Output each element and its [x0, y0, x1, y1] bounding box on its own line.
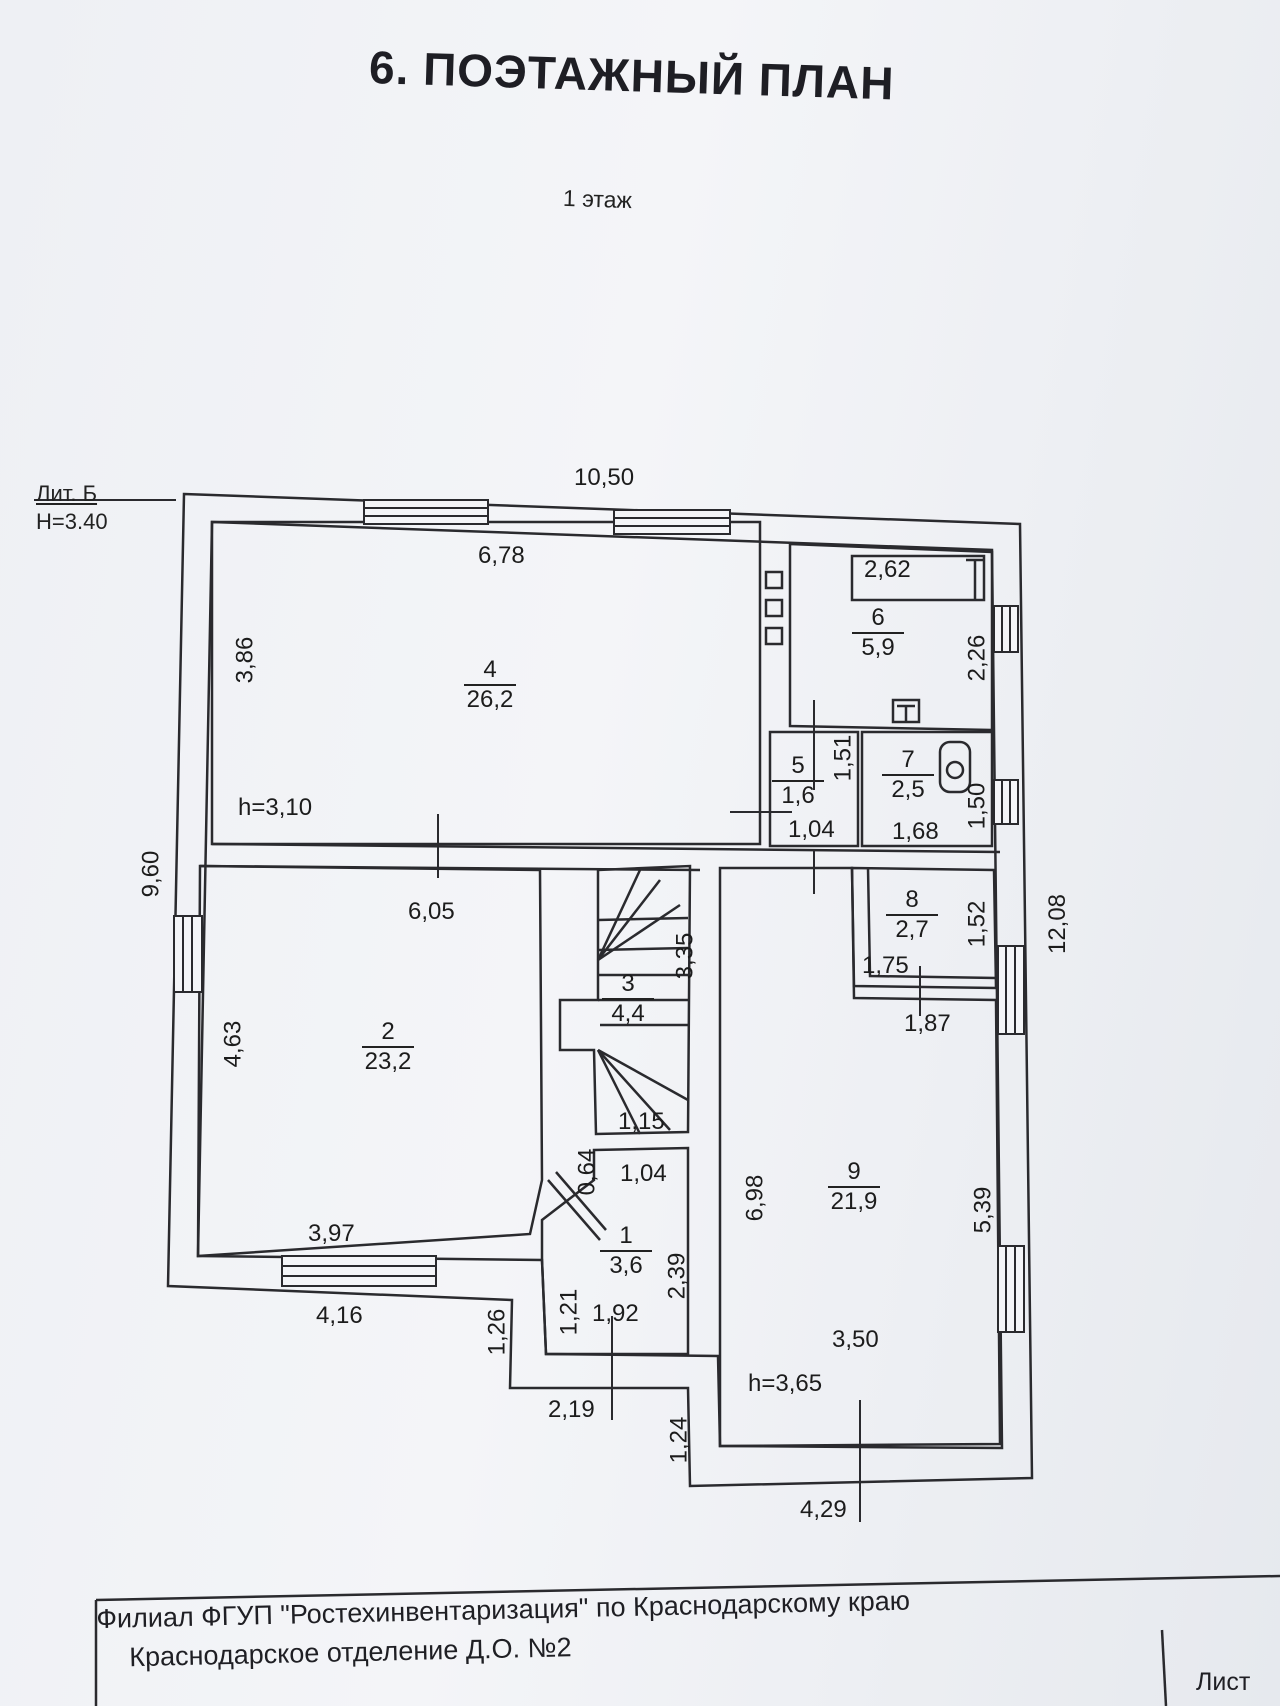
dim-room1-width: 1,92 — [592, 1300, 639, 1327]
dim-room4-depth: 3,86 — [231, 636, 259, 684]
dim-porch-right: 1,24 — [665, 1416, 693, 1464]
dim-room9-width: 3,50 — [832, 1326, 879, 1353]
dim-room2-inner: 3,97 — [308, 1220, 355, 1247]
dim-room4-width: 6,78 — [478, 542, 525, 569]
dim-room9-depth: 6,98 — [741, 1174, 769, 1222]
dim-room8-outer: 1,87 — [904, 1010, 951, 1037]
sheet-label: Лист — [1196, 1668, 1251, 1696]
room-9-outline — [718, 866, 1002, 1448]
dim-stair-depth: 3,35 — [671, 932, 699, 980]
dim-room4-height: h=3,10 — [238, 794, 313, 821]
room-2-outline — [196, 864, 544, 1258]
room-1-outline — [540, 1146, 690, 1356]
floor-label: 1 этаж — [562, 184, 633, 214]
building-lit: Лит. Б — [36, 481, 98, 506]
dim-porch-depth: 1,26 — [483, 1308, 511, 1356]
dim-total-width: 10,50 — [574, 464, 635, 491]
dim-room1-depth: 2,39 — [663, 1252, 691, 1300]
dim-room9-outer: 4,29 — [800, 1496, 847, 1523]
building-label: Лит. Б Н=3.40 — [36, 480, 108, 535]
dim-room2-depth: 4,63 — [219, 1020, 247, 1068]
outer-wall — [166, 492, 1034, 1488]
dim-room7-depth: 1,50 — [963, 782, 991, 830]
dim-room5-width: 1,04 — [788, 816, 835, 843]
dim-room8-width: 1,75 — [862, 952, 909, 979]
dim-room9-height: h=3,65 — [748, 1370, 823, 1397]
stamp-frame — [95, 1574, 1280, 1602]
dim-corridor-width: 1,04 — [620, 1160, 667, 1187]
room-3-stairs — [558, 864, 692, 1136]
dim-room6-depth: 2,26 — [963, 634, 991, 682]
dim-room6-width: 2,62 — [864, 556, 911, 583]
dim-total-depth: 9,60 — [137, 850, 165, 898]
dim-room2-outer: 4,16 — [316, 1302, 363, 1329]
dim-room7-width: 1,68 — [892, 818, 939, 845]
dim-room1-side: 1,21 — [555, 1288, 583, 1336]
dim-right-depth: 12,08 — [1044, 893, 1072, 955]
dim-porch-width: 2,19 — [548, 1396, 595, 1423]
building-height: Н=3.40 — [36, 508, 108, 534]
dim-room2-width: 6,05 — [408, 898, 455, 925]
dim-room8-depth: 1,52 — [963, 900, 991, 948]
dim-corridor-cut: 0,64 — [573, 1148, 601, 1196]
room-6-outline — [788, 542, 994, 732]
dim-stair-small: 1,15 — [618, 1108, 665, 1135]
dim-room9-side: 5,39 — [969, 1186, 997, 1234]
room-7-outline — [860, 730, 994, 848]
